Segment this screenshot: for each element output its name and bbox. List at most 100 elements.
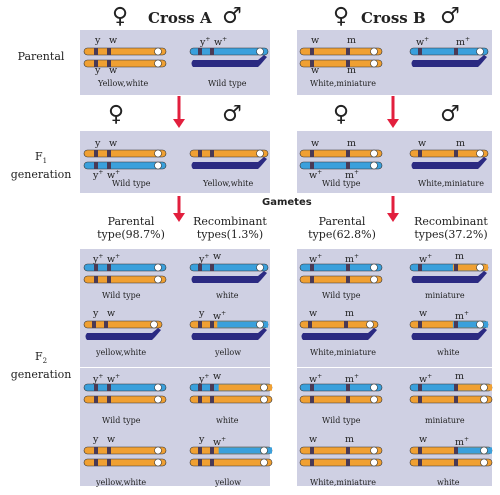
f1-a-female-symbol: ♀	[108, 102, 125, 127]
f2-a-parental-4-female-chrom-1	[83, 446, 167, 455]
gene-label-y-symbol: y	[95, 65, 101, 76]
f2-a-recombinant-1-male-gene-label: w	[213, 252, 221, 262]
f2-a-recombinant-1-male-gene-label: y+	[199, 252, 209, 265]
gene-label-m-plus: m+	[456, 35, 470, 48]
f2-a-recombinant-2-male-gene-label: y	[199, 309, 204, 319]
f2-b-parental-3-female-chrom-1-band	[310, 384, 314, 391]
f2-a-parental-2-male-x-band	[92, 321, 96, 328]
b-parental-header-line1: Parental	[318, 215, 366, 228]
f2-b-recombinant-1-male-x-centromere	[476, 263, 484, 272]
f2-b-parental-3-female-chrom-2-centromere	[370, 395, 378, 404]
f2-a-recombinant-1-male-gene-label-symbol: y	[199, 254, 205, 266]
f1-b-female-chrom-2-band	[346, 162, 350, 169]
f2-a-parental-2-male-x-band	[104, 321, 108, 328]
gene-label-m-symbol: m	[347, 65, 357, 76]
f1-b-female-symbol: ♀	[333, 102, 350, 127]
f2-a-parental-3-female-chrom-1	[83, 383, 167, 392]
f2-a-recombinant-3-female-chrom-1-band	[198, 384, 202, 391]
parental-a-female-chrom-2-band	[107, 60, 111, 67]
row-label-f2: F2 generation	[6, 350, 76, 382]
gene-label-w-plus: w+	[214, 35, 227, 48]
f2-a-parental-4-female-gene-label: w	[107, 435, 115, 445]
phenotype-label: white	[437, 348, 460, 357]
f2-a-parental-1-female-gene-label: w+	[107, 252, 120, 265]
f2-b-parental-1-female-chrom-1-band	[310, 264, 314, 271]
f2-a-recombinant-3-female-chrom-1-centromere	[260, 383, 268, 392]
f2-a-parental-1-female-chrom-1-band	[107, 264, 111, 271]
f2-b-parental-2-male-x-band	[308, 321, 312, 328]
f2-b-recombinant-1-male-x-band	[418, 264, 422, 271]
f2-b-parental-2-male-x	[299, 320, 379, 329]
f1-a-female-chrom-1	[83, 149, 167, 158]
parental-a-female-chrom-1-centromere	[154, 47, 162, 56]
f2-sub: 2	[42, 357, 48, 366]
gene-label-w-symbol: w	[109, 138, 118, 149]
f2-a-recombinant-4-female-chrom-2-centromere	[260, 458, 268, 467]
gene-label-m: m	[347, 139, 356, 149]
f2-b-parental-1-female-gene-label: m+	[345, 252, 359, 265]
phenotype-label: white	[437, 478, 460, 487]
gene-label-w-plus-plus: +	[424, 36, 430, 43]
f2-b-recombinant-1-male-gene-label: m	[455, 252, 464, 262]
f2-a-parental-4-female-chrom-2	[83, 458, 167, 467]
f2-a-parental-2-male-y	[85, 328, 161, 340]
gene-label-m-symbol: m	[347, 35, 357, 46]
gene-label-m-plus-symbol: m	[345, 170, 355, 182]
parental-a-male-x-centromere	[256, 47, 264, 56]
arrow-b-parental-to-f1-head	[387, 119, 399, 128]
cross-b-title: Cross B	[361, 9, 426, 27]
a-parental-header-line1: Parental	[107, 215, 155, 228]
f2-a-recombinant-2-male-x-band	[198, 321, 202, 328]
phenotype-label: Yellow,white	[203, 179, 254, 188]
f2-b-recombinant-1-male-x-segment	[452, 264, 488, 271]
f1-b-male-x-centromere	[476, 149, 484, 158]
f2-b-recombinant-2-male-y	[411, 328, 487, 340]
f1-a-female-chrom-1-band	[94, 150, 98, 157]
cross-a-title: Cross A	[148, 9, 212, 27]
gene-label-y: y	[95, 139, 100, 149]
gene-label-m: m	[456, 139, 465, 149]
f2-a-recombinant-3-female-gene-label: w	[213, 372, 221, 382]
f2-b-recombinant-4-female-gene-label: m+	[455, 435, 469, 448]
gene-label-y-plus: y+	[93, 168, 103, 181]
f2-a-parental-3-female-gene-label: w+	[107, 372, 120, 385]
f2-b-parental-1-female-chrom-1-centromere	[370, 263, 378, 272]
f2-a-parental-3-female-chrom-1-centromere	[154, 383, 162, 392]
f2-a-recombinant-1-male-x-band	[198, 264, 202, 271]
gene-label-w: w	[311, 66, 319, 76]
b-recombinant-header-line1: Recombinant	[414, 215, 488, 228]
gene-label-w: w	[311, 36, 319, 46]
f2-b-parental-3-female-gene-label: w+	[309, 372, 322, 385]
f2-a-parental-4-female-gene-label: y	[93, 435, 98, 445]
f2-b-parental-2-male-y	[301, 328, 377, 340]
f2-b-recombinant-3-female-chrom-2-centromere	[480, 395, 488, 404]
phenotype-label: white	[216, 291, 239, 300]
phenotype-label: Wild type	[102, 416, 141, 425]
gene-label-w-plus-symbol: w	[416, 37, 425, 49]
gene-label-y: y	[95, 66, 100, 76]
f2-a-parental-1-female-gene-label-plus: +	[98, 253, 104, 260]
parental-b-female-chrom-1-band	[346, 48, 350, 55]
f2-a-recombinant-4-female-gene-label: y	[199, 435, 204, 445]
f2-b-recombinant-3-female-chrom-2-band	[418, 396, 422, 403]
f2-a-recombinant-3-female-chrom-1-band	[210, 384, 214, 391]
gene-label-m-plus-plus: +	[465, 36, 471, 43]
f2-b-recombinant-4-female-gene-label-plus: +	[464, 436, 470, 443]
gene-label-m-plus-symbol: m	[456, 37, 466, 49]
parental-b-male-x	[409, 47, 489, 56]
gene-label-w-plus: w+	[309, 168, 322, 181]
f2-a-parental-3-female-gene-label: y+	[93, 372, 103, 385]
f2-b-parental-1-female-chrom-2-centromere	[370, 275, 378, 284]
phenotype-label: miniature	[425, 416, 465, 425]
parental-a-female-chrom-1-band	[107, 48, 111, 55]
f2-a-recombinant-2-male-x-segment	[217, 321, 268, 328]
arrow-a-parental-to-f1-head	[173, 119, 185, 128]
f2-b-recombinant-4-female-chrom-2	[409, 458, 493, 467]
f2-b-recombinant-3-female-chrom-1-centromere	[480, 383, 488, 392]
parental-a-female-chrom-2-centromere	[154, 59, 162, 68]
phenotype-label: white	[216, 416, 239, 425]
arrow-a-f1-to-f2-head	[173, 213, 185, 222]
parental-b-female-chrom-1	[299, 47, 383, 56]
phenotype-label: Yellow,white	[98, 79, 149, 88]
